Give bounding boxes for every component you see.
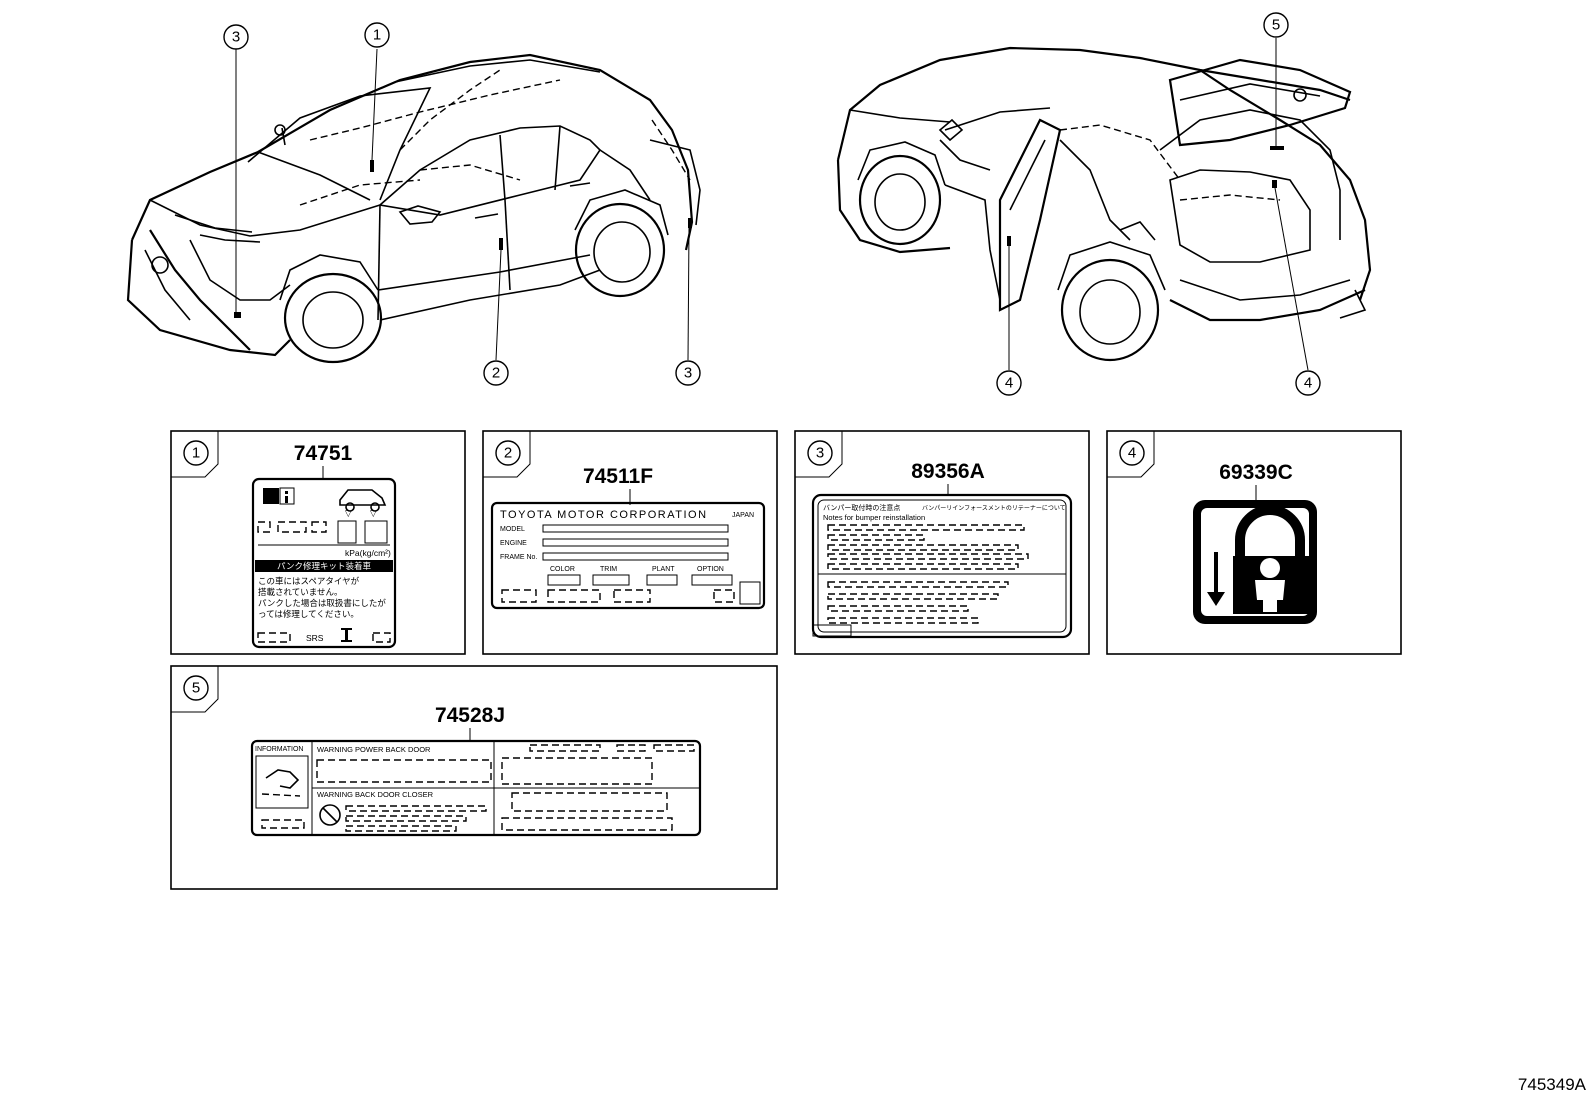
callout-4-rear-left: 4 xyxy=(1005,375,1013,392)
panel-2-country: JAPAN xyxy=(732,512,754,519)
panel-2-col-option: OPTION xyxy=(697,566,724,573)
panel-3: 3 89356A バンパー取付時の注意点 バンパーリインフォースメントのリテーナ… xyxy=(794,430,1090,655)
panel-2-index: 2 xyxy=(504,445,512,462)
panel-5-part-number: 74528J xyxy=(435,704,505,727)
panel-2-col-color: COLOR xyxy=(550,566,575,573)
svg-text:▽: ▽ xyxy=(370,509,377,519)
panel-1: 1 74751 ▽ ▽ kPa(kg/cm²) パンク修理キット装着車 この車に… xyxy=(170,430,466,655)
panel-3-index: 3 xyxy=(816,445,824,462)
callout-3-front-top: 3 xyxy=(232,29,240,46)
panel-2-part-number: 74511F xyxy=(583,465,653,488)
callout-4-rear-right: 4 xyxy=(1304,375,1312,392)
diagram-reference-number: 745349A xyxy=(1517,1075,1586,1094)
panel-3-part-number: 89356A xyxy=(911,460,985,483)
rear-callouts xyxy=(1008,38,1309,371)
panel-1-line-2: 搭載されていません。 xyxy=(258,587,343,598)
panel-5: 5 74528J INFORMATION WARNING POWER BACK … xyxy=(170,665,778,890)
panel-5-index: 5 xyxy=(192,680,200,697)
callout-3-front-bottom: 3 xyxy=(684,365,692,382)
svg-text:▽: ▽ xyxy=(345,509,352,519)
panel-2-row-frame: FRAME No. xyxy=(500,554,537,561)
panel-2-row-model: MODEL xyxy=(500,526,525,533)
front-callouts xyxy=(235,48,690,361)
panel-1-kit-header: パンク修理キット装着車 xyxy=(277,561,371,572)
panel-2-row-engine: ENGINE xyxy=(500,540,527,547)
callout-2-front: 2 xyxy=(492,365,500,382)
panel-1-footer: SRS xyxy=(306,633,324,643)
callout-1-front: 1 xyxy=(373,27,381,44)
panel-1-part-number: 74751 xyxy=(294,442,353,465)
panel-1-line-3: パンクした場合は取扱書にしたが xyxy=(258,598,386,609)
panel-4-index: 4 xyxy=(1128,445,1136,462)
panel-2-col-plant: PLANT xyxy=(652,566,675,573)
panel-4: 4 69339C xyxy=(1106,430,1402,655)
panel-2-header: TOYOTA MOTOR CORPORATION xyxy=(500,509,708,521)
panel-4-part-number: 69339C xyxy=(1219,461,1293,484)
front-car-drawing xyxy=(126,53,701,364)
panel-3-en-header: Notes for bumper reinstallation xyxy=(823,513,925,522)
panel-1-line-4: っては修理してください。 xyxy=(258,609,359,620)
callout-5-rear: 5 xyxy=(1272,17,1280,34)
panel-2-col-trim: TRIM xyxy=(600,566,617,573)
panel-2: 2 74511F TOYOTA MOTOR CORPORATION JAPAN … xyxy=(482,430,778,655)
panel-5-warn-2: WARNING BACK DOOR CLOSER xyxy=(317,790,434,799)
panel-1-index: 1 xyxy=(192,445,200,462)
panel-3-jp-header: バンパー取付時の注意点 xyxy=(823,503,900,512)
panel-5-warn-1: WARNING POWER BACK DOOR xyxy=(317,745,431,754)
callout-circles: 3 1 2 3 5 4 4 xyxy=(223,12,1321,396)
panel-1-line-1: この車にはスペアタイヤが xyxy=(258,576,360,587)
panel-5-info: INFORMATION xyxy=(255,746,303,753)
rear-car-drawing xyxy=(836,46,1372,362)
panel-3-jp-sub: バンパーリインフォースメントのリテーナーについて xyxy=(922,505,1066,512)
panel-1-unit: kPa(kg/cm²) xyxy=(345,548,391,558)
